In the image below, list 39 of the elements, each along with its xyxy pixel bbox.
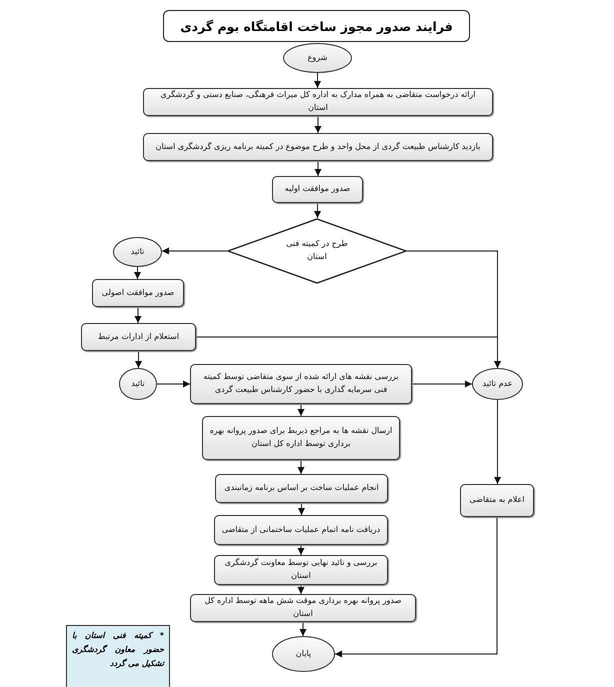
terminal-ellipse: تائید <box>113 237 162 267</box>
process-box: استعلام از ادارات مرتبط <box>81 323 196 351</box>
process-box: بازدید کارشناس طبیعت گردی از محل واحد و طرح موضوع در کمیته برنامه ریزی گردشگری استان <box>143 133 493 161</box>
process-box: صدور پروانه بهره برداری موقت شش ماهه توسط اداره کل استان <box>190 594 416 622</box>
terminal-ellipse: پایان <box>272 636 335 672</box>
arrow <box>298 584 304 594</box>
decision-diamond: طرح در کمیته فنی استان <box>227 218 407 284</box>
terminal-ellipse: عدم تائید <box>472 368 523 400</box>
arrow <box>162 248 228 254</box>
process-box: بررسی نقشه های ارائه شده از سوی متقاضی توسط کمیته فنی سرمایه گذاری با حضور کارشناس طبیعت گردی <box>190 364 412 404</box>
process-box: ارسال نقشه ها به مراجع ذیربط برای صدور پروانه بهره برداری توسط اداره کل استان <box>202 416 400 460</box>
arrow <box>494 400 501 484</box>
process-box: اعلام به متقاضی <box>460 484 534 517</box>
arrow <box>135 350 142 368</box>
process-box: ارائه درخواست متقاضی به همراه مدارک به اداره کل میراث فرهنگی، صنایع دستی و گردشگری استان <box>143 88 493 116</box>
arrow <box>314 202 321 218</box>
arrow <box>300 622 306 636</box>
arrow <box>314 72 321 88</box>
process-box: صدور موافقت اصولی <box>92 279 184 307</box>
arrow <box>412 380 472 388</box>
arrow <box>298 502 305 516</box>
arrow <box>134 306 142 324</box>
process-box: دریافت نامه اتمام عملیات ساختمانی از متقاضی <box>214 515 388 545</box>
arrow <box>196 336 501 368</box>
process-box: صدور موافقت اولیه <box>272 176 363 203</box>
terminal-ellipse: شروع <box>283 43 352 73</box>
arrow <box>334 516 498 658</box>
process-box: بررسی و تائید نهایی توسط معاونت گردشگری استان <box>214 555 388 585</box>
arrow <box>298 460 304 474</box>
title-banner: فرایند صدور مجوز ساخت اقامتگاه بوم گردی <box>163 10 470 42</box>
arrow <box>134 266 141 280</box>
process-box: انجام عملیات ساخت بر اساس برنامه زمانبندی <box>215 474 388 503</box>
arrow <box>156 380 190 388</box>
arrow <box>298 404 304 416</box>
arrow <box>314 160 322 176</box>
arrow <box>314 116 322 134</box>
arrow <box>298 544 304 556</box>
note-box: * کمیته فنی استان با حضور معاون گردشگری تشکیل می گردد <box>66 625 170 687</box>
terminal-ellipse: تائید <box>119 368 157 400</box>
